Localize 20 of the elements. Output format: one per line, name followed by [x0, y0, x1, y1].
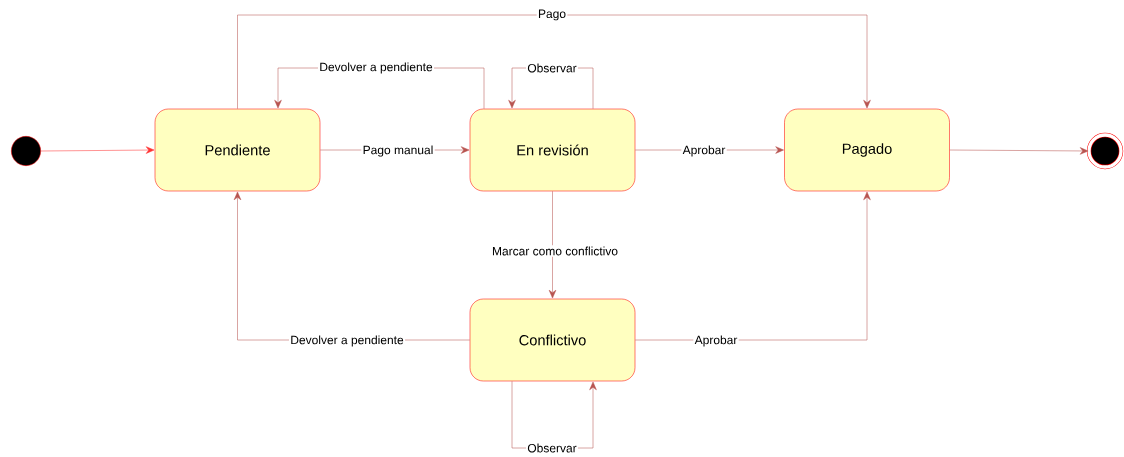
edge-label: Pago [536, 8, 568, 22]
arrow [237, 14, 871, 109]
edge-label: Pago manual [361, 144, 435, 158]
state-box: Pendiente [154, 108, 321, 192]
edge-label: Devolver a pendiente [288, 334, 406, 348]
edge-label: Observar [526, 442, 578, 454]
arrow [40, 146, 155, 154]
edge-label: Aprobar [681, 144, 727, 158]
state-box: En revisión [469, 108, 636, 192]
state-box: Conflictivo [469, 298, 636, 382]
start-state [11, 136, 41, 166]
state-box: Pagado [784, 108, 950, 192]
edge-label: Observar [526, 62, 578, 74]
arrow [635, 191, 871, 341]
edge-label: Aprobar [693, 334, 739, 348]
edge-label: Devolver a pendiente [317, 61, 435, 75]
arrow [548, 191, 557, 299]
arrow [949, 147, 1089, 155]
end-state [1086, 132, 1124, 170]
edge-label: Marcar como conflictivo [490, 245, 620, 257]
